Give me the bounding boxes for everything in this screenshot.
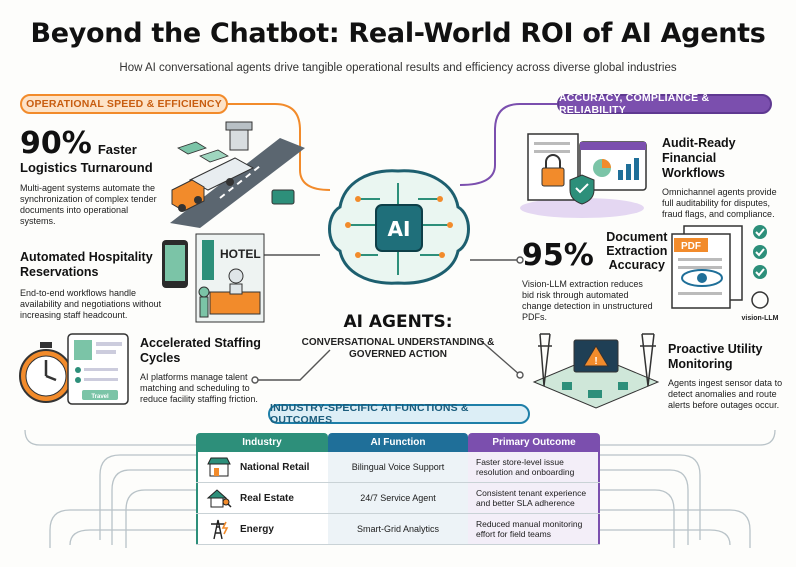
table-row: Energy Smart-Grid Analytics Reduced manu… — [196, 514, 600, 545]
center-title: AI AGENTS: — [343, 312, 453, 332]
hospitality-section: Automated Hospitality Reservations End-t… — [20, 250, 170, 321]
store-icon — [207, 457, 231, 477]
hotel-sign: HOTEL — [220, 247, 261, 261]
audit-document-lock-icon — [520, 133, 647, 218]
industry-cell: Real Estate — [240, 492, 294, 504]
pdf-tag: PDF — [681, 241, 701, 252]
staffing-desc: AI platforms manage talent matching and … — [140, 372, 258, 404]
function-cell: Smart-Grid Analytics — [328, 514, 468, 544]
industry-cell: National Retail — [240, 461, 310, 473]
table-row: National Retail Bilingual Voice Support … — [196, 452, 600, 483]
hospitality-desc: End-to-end workflows handle availability… — [20, 288, 162, 320]
utility-section: Proactive Utility Monitoring Agents inge… — [668, 342, 784, 411]
operational-speed-banner: OPERATIONAL SPEED & EFFICIENCY — [20, 94, 228, 114]
accuracy-compliance-banner: ACCURACY, COMPLIANCE & RELIABILITY — [557, 92, 772, 116]
extraction-section: 95% Document Extraction Accuracy Vision-… — [522, 230, 672, 323]
audit-section: Audit-Ready Financial Workflows Omnichan… — [662, 136, 782, 220]
logistics-label-line2: Logistics Turnaround — [20, 160, 153, 175]
outcome-cell: Reduced manual monitoring effort for fie… — [468, 514, 600, 544]
power-tower-icon — [211, 519, 229, 540]
logistics-section: 90% Faster Logistics Turnaround Multi-ag… — [20, 126, 165, 227]
utility-heading: Proactive Utility Monitoring — [668, 342, 763, 371]
logistics-label-line1: Faster — [97, 142, 137, 157]
header-primary-outcome: Primary Outcome — [468, 433, 600, 452]
brain-ai-icon: AI — [328, 169, 470, 285]
extraction-label: Document Extraction Accuracy — [606, 230, 668, 272]
extraction-desc: Vision-LLM extraction reduces bid risk t… — [522, 279, 653, 322]
staffing-section: Accelerated Staffing Cycles AI platforms… — [140, 336, 270, 405]
logistics-desc: Multi-agent systems automate the synchro… — [20, 183, 157, 226]
stopwatch-icon — [19, 342, 73, 403]
staffing-card-label: Travel — [91, 394, 109, 400]
outcome-cell: Faster store-level issue resolution and … — [468, 452, 600, 482]
industry-table-banner: INDUSTRY-SPECIFIC AI FUNCTIONS & OUTCOME… — [268, 402, 530, 426]
ai-chip-label: AI — [388, 217, 411, 241]
table-header-row: Industry AI Function Primary Outcome — [196, 433, 600, 452]
center-caption: AI AGENTS: CONVERSATIONAL UNDERSTANDING … — [300, 312, 496, 361]
logistics-stat: 90% — [20, 126, 92, 161]
function-cell: Bilingual Voice Support — [328, 452, 468, 482]
truck-highway-icon — [170, 121, 305, 228]
hotel-robot-icon: HOTEL — [162, 233, 265, 323]
vision-llm-tag: vision-LLM — [742, 315, 779, 322]
center-subtitle: CONVERSATIONAL UNDERSTANDING & GOVERNED … — [301, 337, 495, 360]
pdf-scan-icon: PDF vision-LLM — [671, 225, 779, 322]
house-key-icon — [206, 489, 232, 508]
industry-table: Industry AI Function Primary Outcome Nat… — [196, 433, 600, 545]
outcome-cell: Consistent tenant experience and better … — [468, 483, 600, 513]
extraction-stat: 95% — [522, 238, 594, 273]
header-ai-function: AI Function — [328, 433, 468, 452]
svg-text:!: ! — [594, 356, 597, 367]
table-row: Real Estate 24/7 Service Agent Consisten… — [196, 483, 600, 514]
staffing-heading: Accelerated Staffing Cycles — [140, 336, 261, 365]
power-grid-alert-icon: ! — [532, 333, 660, 409]
page-title: Beyond the Chatbot: Real-World ROI of AI… — [30, 18, 766, 49]
industry-cell: Energy — [240, 523, 274, 535]
audit-heading: Audit-Ready Financial Workflows — [662, 136, 736, 180]
page-subtitle: How AI conversational agents drive tangi… — [119, 62, 677, 74]
utility-desc: Agents ingest sensor data to detect anom… — [668, 378, 783, 410]
profile-card-icon: Travel — [67, 333, 129, 405]
hospitality-heading: Automated Hospitality Reservations — [20, 250, 153, 279]
function-cell: 24/7 Service Agent — [328, 483, 468, 513]
header-industry: Industry — [196, 433, 328, 452]
audit-desc: Omnichannel agents provide full auditabi… — [662, 187, 777, 219]
